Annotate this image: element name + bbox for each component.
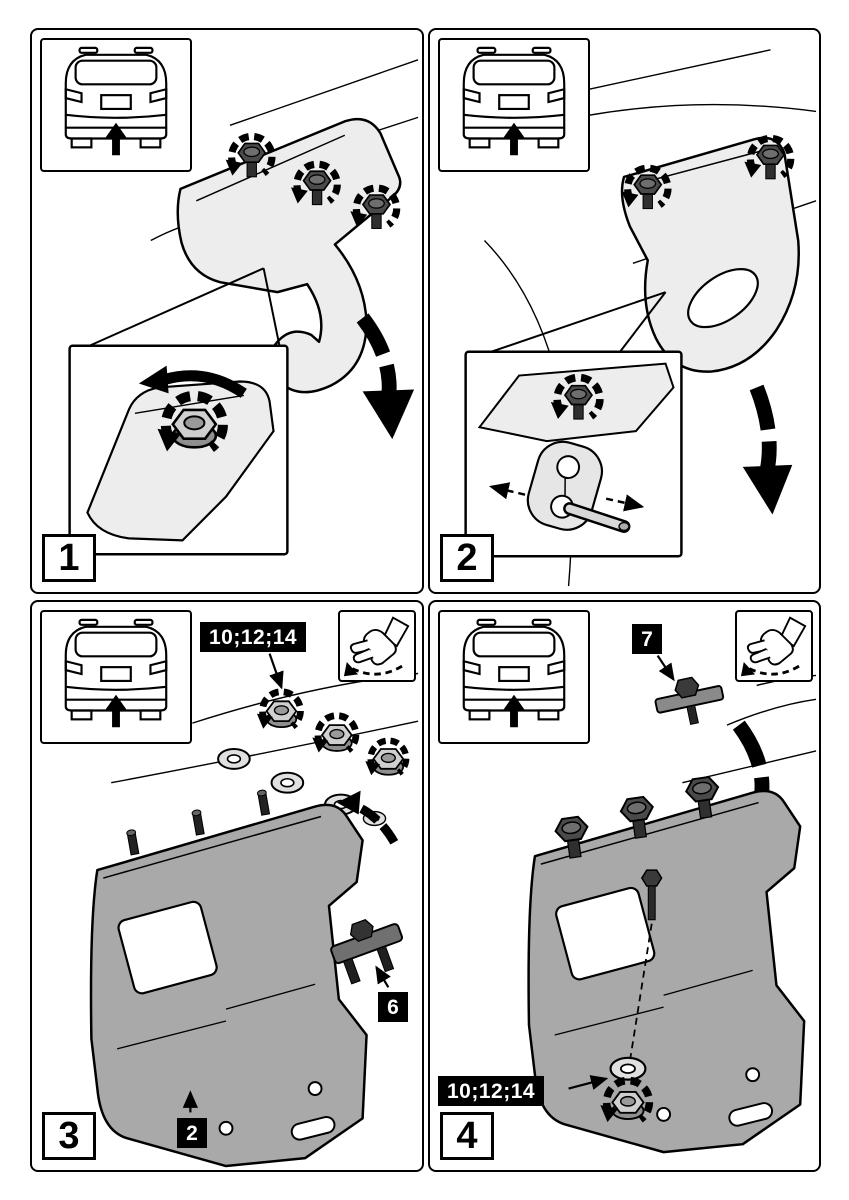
part-6-hanger-pin (330, 919, 403, 985)
loosen-arc-arrow (163, 370, 247, 398)
detail-inset (464, 350, 683, 558)
hand-tighten-inset (735, 610, 813, 682)
step-2-illustration (464, 49, 817, 587)
stud-icon (125, 828, 140, 856)
towbar-bracket (89, 803, 368, 1168)
bracket-slot-hole (687, 268, 759, 329)
car-rear-icon (462, 618, 566, 729)
stud-icon (256, 788, 271, 816)
detail-callout-lines (491, 291, 667, 353)
slide-off-arrow-left (488, 482, 526, 500)
car-rear-icon (462, 46, 566, 157)
wrench-sizes-label: 10;12;14 (200, 622, 307, 652)
stud-icon (191, 808, 206, 836)
step-panel-3: 10;12;14 6 2 3 (30, 600, 424, 1172)
step-panel-2: 2 (428, 28, 821, 594)
nut-icon (171, 408, 218, 449)
part-6-label: 6 (378, 992, 408, 1022)
hand-tighten-inset (338, 610, 416, 682)
car-rear-view-inset (438, 38, 590, 172)
part-6-callout-arrow (375, 965, 391, 988)
step-number: 4 (440, 1112, 494, 1160)
hand-tighten-icon (342, 616, 410, 678)
car-rear-icon (64, 46, 168, 157)
washer-icon (609, 1056, 647, 1081)
detail-inset (68, 344, 289, 556)
car-rear-view-inset (438, 610, 590, 744)
step-panel-4: 7 10;12;14 4 (428, 600, 821, 1172)
wrench-sizes-label: 10;12;14 (438, 1076, 545, 1106)
fit-direction-arrow (336, 790, 399, 845)
hand-tighten-icon (739, 616, 807, 678)
part-7-callout-arrow (656, 655, 675, 682)
nut-icon (611, 1091, 645, 1120)
part-7-label: 7 (632, 624, 662, 654)
detail-callout-lines (89, 267, 281, 347)
slide-off-arrow-right (605, 494, 645, 512)
step-panel-1: 1 (30, 28, 424, 594)
car-rear-view-inset (40, 610, 192, 744)
sizes-callout-arrow (568, 1075, 609, 1090)
step-number: 2 (440, 534, 494, 582)
part-2-label: 2 (177, 1118, 207, 1148)
fastener-stack (217, 692, 406, 827)
car-rear-view-inset (40, 38, 192, 172)
remove-down-arrow (356, 313, 415, 440)
car-rear-icon (64, 618, 168, 729)
washer-icon (270, 771, 305, 794)
remove-down-arrow (742, 384, 793, 515)
step-1-illustration (68, 59, 419, 556)
step-number: 3 (42, 1112, 96, 1160)
bracket-corner-detail (86, 380, 275, 542)
part-7-plate-bolt (654, 676, 725, 726)
step-number: 1 (42, 534, 96, 582)
washer-icon (217, 747, 251, 770)
sizes-callout-arrow (268, 653, 284, 690)
bracket-edge-line (196, 134, 346, 202)
